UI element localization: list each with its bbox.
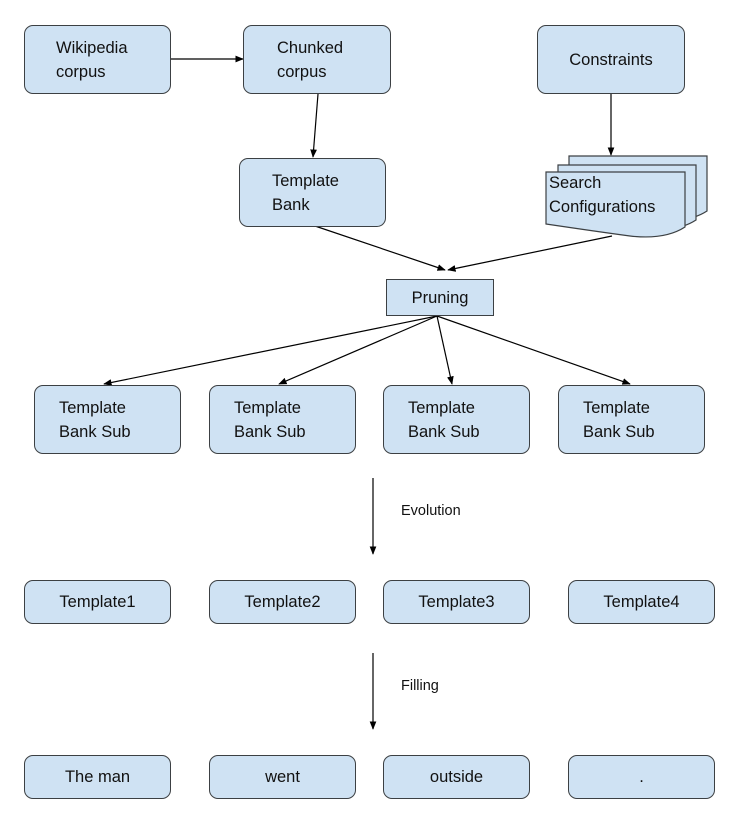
template-node: Template1 xyxy=(24,580,171,624)
filling-label: Filling xyxy=(401,678,439,694)
arrows xyxy=(103,55,631,730)
pruning-node: Pruning xyxy=(386,279,494,316)
template-bank-sub-node: Template Bank Sub xyxy=(34,385,181,454)
node-label: Template2 xyxy=(244,593,321,611)
arrow-search-config-to-pruning xyxy=(447,235,613,272)
node-label: Template Bank Sub xyxy=(234,399,306,441)
node-label: Pruning xyxy=(411,288,469,307)
node-label: Chunked corpus xyxy=(277,39,344,81)
template-node: Template3 xyxy=(383,580,530,624)
arrow-pruning-to-sub-1 xyxy=(103,315,438,386)
node-label: Template4 xyxy=(603,593,680,611)
template-bank-sub-node: Template Bank Sub xyxy=(383,385,530,454)
arrow-chunked-to-template-bank xyxy=(310,93,319,158)
template-node: Template2 xyxy=(209,580,356,624)
node-label: Wikipedia corpus xyxy=(56,39,128,81)
node-label: Template1 xyxy=(59,593,136,611)
arrow-pruning-to-sub-3 xyxy=(436,315,454,385)
evolution-label: Evolution xyxy=(401,503,461,519)
word-node: The man xyxy=(24,755,171,799)
arrow-template-bank-to-pruning xyxy=(314,225,446,271)
node-label: Template3 xyxy=(418,593,495,611)
word-node: went xyxy=(209,755,356,799)
node-label: Template Bank Sub xyxy=(408,399,480,441)
node-label: Template Bank Sub xyxy=(59,399,131,441)
template-node: Template4 xyxy=(568,580,715,624)
template-bank-sub-node: Template Bank Sub xyxy=(209,385,356,454)
node-label: The man xyxy=(64,768,131,786)
search-configurations-label: Search Configurations xyxy=(549,174,656,216)
node-label: Constraints xyxy=(569,50,653,69)
template-bank-sub-node: Template Bank Sub xyxy=(558,385,705,454)
word-node: . xyxy=(568,755,715,799)
search-configurations-stack xyxy=(545,155,708,238)
node-label: Template Bank xyxy=(272,172,339,214)
node-label: . xyxy=(639,768,644,786)
node-label: outside xyxy=(429,768,484,786)
node-label: went xyxy=(265,768,300,786)
node-label: Template Bank Sub xyxy=(583,399,655,441)
arrow-pruning-to-sub-2 xyxy=(278,315,438,385)
arrow-pruning-to-sub-4 xyxy=(436,315,631,385)
wikipedia-corpus-node: Wikipedia corpus xyxy=(24,25,171,94)
template-bank-node: Template Bank xyxy=(239,158,386,227)
chunked-corpus-node: Chunked corpus xyxy=(243,25,391,94)
word-node: outside xyxy=(383,755,530,799)
doc-sheet-front xyxy=(545,171,686,238)
constraints-node: Constraints xyxy=(537,25,685,94)
